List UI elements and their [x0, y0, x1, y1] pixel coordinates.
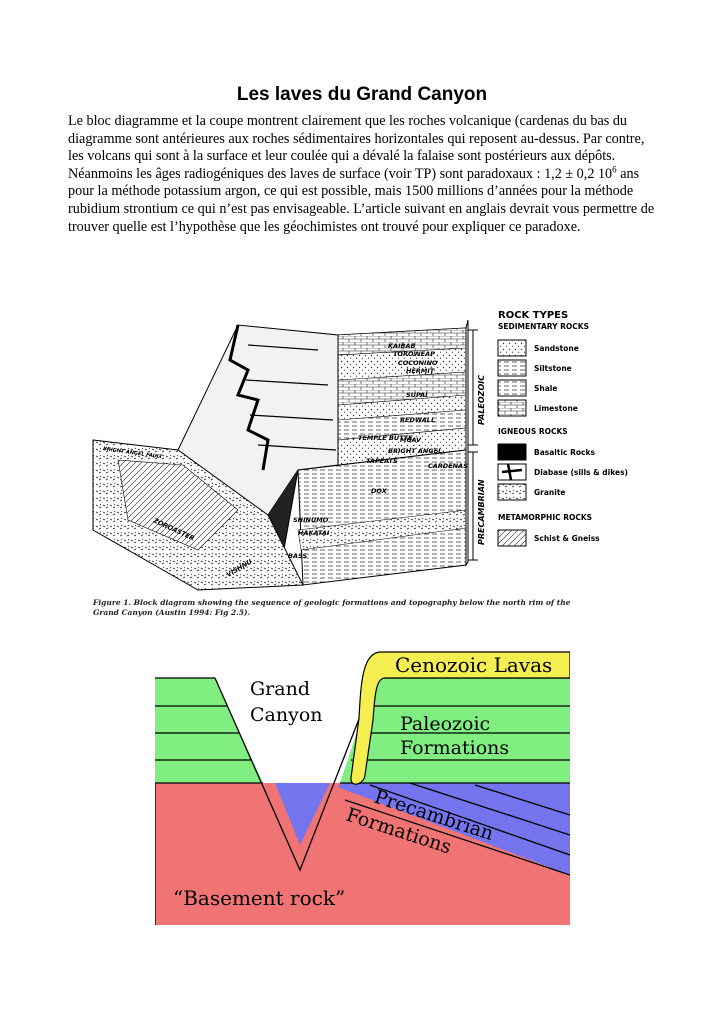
label-paleozoic-formations: Formations: [400, 737, 509, 759]
label-supai: SUPAI: [406, 391, 428, 399]
paleozoic-left-block: [155, 678, 263, 783]
label-kaibab: KAIBAB: [388, 342, 415, 350]
label-hermit: HERMIT: [406, 367, 435, 375]
label-canyon: Canyon: [250, 704, 323, 726]
page-title: Les laves du Grand Canyon: [0, 84, 724, 106]
label-bass: BASS: [288, 552, 307, 560]
legend-sedimentary-header: SEDIMENTARY ROCKS: [498, 322, 589, 331]
label-shinumo: SHINUMO: [293, 516, 329, 524]
swatch-granite: [498, 484, 526, 500]
label-cardenas: CARDENAS: [428, 462, 468, 470]
legend-title: ROCK TYPES: [498, 310, 568, 321]
legend-metamorphic-header: METAMORPHIC ROCKS: [498, 513, 592, 522]
label-cenozoic-lavas: Cenozoic Lavas: [395, 653, 552, 677]
era-precambrian: PRECAMBRIAN: [477, 479, 486, 545]
legend-igneous-header: IGNEOUS ROCKS: [498, 427, 568, 436]
swatch-basaltic: [498, 444, 526, 460]
legend-basaltic: Basaltic Rocks: [534, 448, 595, 457]
cross-section-diagram: Grand Canyon Cenozoic Lavas Paleozoic Fo…: [155, 650, 570, 925]
legend-limestone: Limestone: [534, 404, 578, 413]
block-diagram: KAIBAB TOROWEAP COCONINO HERMIT SUPAI RE…: [88, 300, 648, 620]
label-redwall: REDWALL: [400, 416, 435, 424]
figure-caption-line1: Figure 1. Block diagram showing the sequ…: [92, 598, 571, 607]
legend-schist: Schist & Gneiss: [534, 534, 600, 543]
label-grand: Grand: [250, 678, 310, 700]
label-hakatai: HAKATAI: [298, 529, 330, 537]
label-coconino: COCONINO: [398, 359, 438, 367]
figure-caption-line2: Grand Canyon (Austin 1994: Fig 2.5).: [93, 608, 251, 617]
intro-paragraph: Le bloc diagramme et la coupe montrent c…: [68, 113, 658, 236]
label-muav: MUAV: [400, 436, 422, 444]
swatch-sandstone: [498, 340, 526, 356]
swatch-siltstone: [498, 360, 526, 376]
label-tapeats: TAPEATS: [366, 457, 398, 465]
block-side-face: [466, 320, 468, 565]
legend-granite: Granite: [534, 488, 566, 497]
swatch-limestone: [498, 400, 526, 416]
label-bright-angel: BRIGHT ANGEL: [388, 447, 442, 455]
rock-types-legend: ROCK TYPES SEDIMENTARY ROCKS Sandstone S…: [498, 310, 628, 546]
legend-siltstone: Siltstone: [534, 364, 572, 373]
swatch-schist: [498, 530, 526, 546]
paragraph-text-1: Le bloc diagramme et la coupe montrent c…: [68, 113, 644, 182]
label-toroweap: TOROWEAP: [393, 350, 435, 358]
label-basement-rock: “Basement rock”: [173, 886, 345, 910]
label-paleozoic: Paleozoic: [400, 713, 490, 735]
era-paleozoic: PALEOZOIC: [477, 375, 486, 425]
legend-shale: Shale: [534, 384, 557, 393]
legend-sandstone: Sandstone: [534, 344, 579, 353]
label-dox: DOX: [371, 487, 388, 495]
legend-diabase: Diabase (sills & dikes): [534, 468, 628, 477]
swatch-shale: [498, 380, 526, 396]
